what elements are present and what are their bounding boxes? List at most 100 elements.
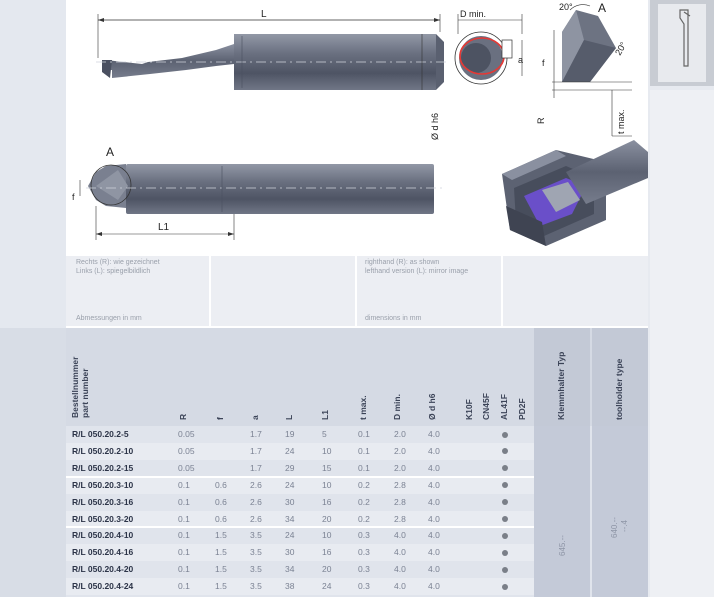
holder-header-1 (534, 328, 590, 426)
availability-dot-al41f (502, 566, 508, 573)
cell-d: 4.0 (428, 581, 440, 592)
cell-a: 1.7 (250, 429, 262, 439)
header-klemmhalter: Klemmhalter Typ (556, 351, 566, 420)
header-part-en: part number (80, 368, 90, 418)
cell-part-number: R/L 050.20.4-16 (72, 547, 134, 558)
cell-l: 24 (285, 530, 295, 541)
label-d-min: D min. (460, 9, 486, 19)
cell-d: 4.0 (428, 564, 440, 575)
caption-cell-blank-1 (211, 256, 357, 326)
left-margin-table (0, 328, 66, 597)
label-view-a-top: A (598, 1, 606, 15)
detail-a-top: 20° A 20° f R t max. (536, 1, 632, 137)
availability-dot-al41f (502, 499, 508, 506)
holder-col-toolholder: 640.-- --.4 (592, 426, 648, 597)
header-col-d-min: D min. (392, 394, 402, 420)
cell-d: 4.0 (394, 581, 406, 592)
cell-t: 0.3 (358, 581, 370, 592)
holder-header-2 (592, 328, 648, 426)
holder-value-klemmhalter: 645.-- (558, 535, 567, 556)
front-view: D min. a (454, 9, 523, 85)
cell-l1: 16 (322, 547, 332, 558)
header-grade-pd2f: PD2F (517, 398, 527, 420)
cell-l1: 16 (322, 496, 332, 507)
cell-r: 0.1 (178, 547, 190, 558)
header-col-d-h6: Ø d h6 (427, 393, 437, 420)
cell-d: 4.0 (394, 547, 406, 558)
label-angle-side: 20° (613, 40, 629, 57)
label-L: L (261, 9, 267, 20)
cell-part-number: R/L 050.20.2-10 (72, 445, 134, 456)
header-col-r: R (178, 413, 188, 420)
holder-value-toolholder-1: 640.-- (610, 517, 619, 538)
cell-f: 0.6 (215, 513, 227, 524)
technical-drawing: L Ø d h6 D min. a (66, 0, 648, 256)
cell-part-number: R/L 050.20.3-20 (72, 513, 134, 524)
holder-value-toolholder-2: --.4 (620, 520, 629, 532)
cell-d: 4.0 (428, 462, 440, 473)
cell-a: 3.5 (250, 564, 262, 575)
cell-l1: 24 (322, 581, 332, 592)
cell-l: 34 (285, 513, 295, 524)
cell-part-number: R/L 050.20.2-15 (72, 462, 134, 473)
cell-l1: 15 (322, 462, 332, 473)
cell-a: 3.5 (250, 547, 262, 558)
availability-dot-al41f (502, 516, 508, 522)
cell-a: 2.6 (250, 496, 262, 507)
header-toolholder: toolholder type (614, 358, 624, 420)
header-col-t-max: t max. (358, 395, 368, 420)
cell-d: 4.0 (428, 513, 440, 524)
cell-l1: 10 (322, 479, 332, 490)
label-f-side: f (542, 58, 545, 68)
availability-dot-al41f (502, 583, 508, 590)
caption-de-dims: Abmessungen in mm (76, 315, 142, 322)
cell-a: 3.5 (250, 581, 262, 592)
cell-part-number: R/L 050.20.4-20 (72, 564, 134, 575)
cell-f: 1.5 (215, 530, 227, 541)
label-a: a (518, 55, 523, 65)
availability-dot-al41f (502, 448, 508, 455)
caption-cell-en: righthand (R): as shown lefthand version… (357, 256, 503, 326)
cell-r: 0.1 (178, 479, 190, 490)
label-r: R (536, 117, 546, 124)
cell-t: 0.3 (358, 547, 370, 558)
cell-d: 4.0 (428, 445, 440, 456)
cell-d: 2.8 (394, 513, 406, 524)
page-thumbnail[interactable] (650, 0, 714, 86)
cell-t: 0.2 (358, 513, 370, 524)
thumbnail-tool-icon (658, 4, 706, 82)
header-grade-cn45f: CN45F (481, 393, 491, 420)
cell-l: 38 (285, 581, 295, 592)
caption-en-line1: righthand (R): as shown (365, 259, 440, 266)
cell-a: 1.7 (250, 445, 262, 456)
cell-t: 0.3 (358, 564, 370, 575)
header-col-l1: L1 (320, 410, 330, 420)
caption-en-dims: dimensions in mm (365, 315, 422, 322)
cell-l1: 10 (322, 445, 332, 456)
cell-t: 0.1 (358, 445, 370, 456)
cell-d: 4.0 (394, 564, 406, 575)
availability-dot-al41f (502, 532, 508, 539)
row-group-separator (66, 526, 536, 529)
cell-d: 4.0 (428, 547, 440, 558)
cell-part-number: R/L 050.20.2-5 (72, 429, 129, 439)
cell-f: 0.6 (215, 479, 227, 490)
header-col-a: a (250, 415, 260, 420)
availability-dot-al41f (502, 465, 508, 472)
cell-a: 1.7 (250, 462, 262, 473)
header-grade-al41f: AL41F (499, 394, 509, 420)
cell-d: 4.0 (428, 429, 440, 439)
cell-part-number: R/L 050.20.3-10 (72, 479, 134, 490)
cell-d: 4.0 (428, 479, 440, 490)
cell-f: 1.5 (215, 564, 227, 575)
cell-l: 30 (285, 547, 295, 558)
cell-l: 30 (285, 496, 295, 507)
cutaway-render (502, 140, 648, 246)
